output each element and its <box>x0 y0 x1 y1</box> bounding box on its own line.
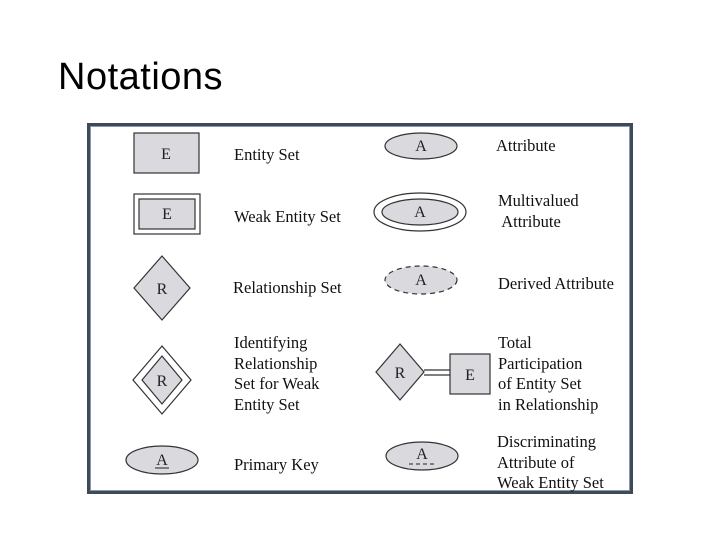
weak-entity-set-label: Weak Entity Set <box>234 207 341 226</box>
identifying-relationship-symbol-letter: R <box>157 373 168 390</box>
derived-attribute-label: Derived Attribute <box>498 274 614 293</box>
discriminating-attribute-symbol: A <box>385 441 459 471</box>
multivalued-attribute-label: Multivalued Attribute <box>498 191 579 231</box>
relationship-symbol-letter: R <box>157 281 168 298</box>
multivalued-attribute-symbol-letter: A <box>414 204 426 221</box>
relationship-set-label: Relationship Set <box>233 278 342 297</box>
derived-attribute-symbol-letter: A <box>415 272 427 289</box>
entity-set-symbol: E <box>133 132 200 174</box>
entity-symbol-letter: E <box>161 146 171 163</box>
total-participation-entity-letter: E <box>465 367 475 384</box>
slide-title: Notations <box>58 56 224 98</box>
notation-figure <box>87 123 633 494</box>
discriminating-attribute-symbol-letter: A <box>416 446 428 463</box>
entity-set-label: Entity Set <box>234 145 300 164</box>
total-participation-label: Total Participation of Entity Set in Rel… <box>498 333 599 414</box>
primary-key-symbol-letter: A <box>156 452 168 469</box>
primary-key-label: Primary Key <box>234 455 319 474</box>
relationship-set-symbol: R <box>133 255 191 321</box>
discriminating-attribute-label: Discriminating Attribute of Weak Entity … <box>497 432 604 492</box>
multivalued-attribute-symbol: A <box>373 192 467 232</box>
identifying-relationship-label: Identifying Relationship Set for Weak En… <box>234 333 320 414</box>
total-participation-symbol: R E <box>375 343 491 401</box>
attribute-symbol-letter: A <box>415 138 427 155</box>
identifying-relationship-symbol: R <box>132 345 192 415</box>
primary-key-symbol: A <box>125 445 199 475</box>
attribute-symbol: A <box>384 132 458 160</box>
total-participation-relationship-letter: R <box>395 365 406 382</box>
derived-attribute-symbol: A <box>384 265 458 295</box>
weak-entity-symbol-letter: E <box>162 206 172 223</box>
attribute-label: Attribute <box>496 136 556 155</box>
weak-entity-set-symbol: E <box>133 193 201 235</box>
